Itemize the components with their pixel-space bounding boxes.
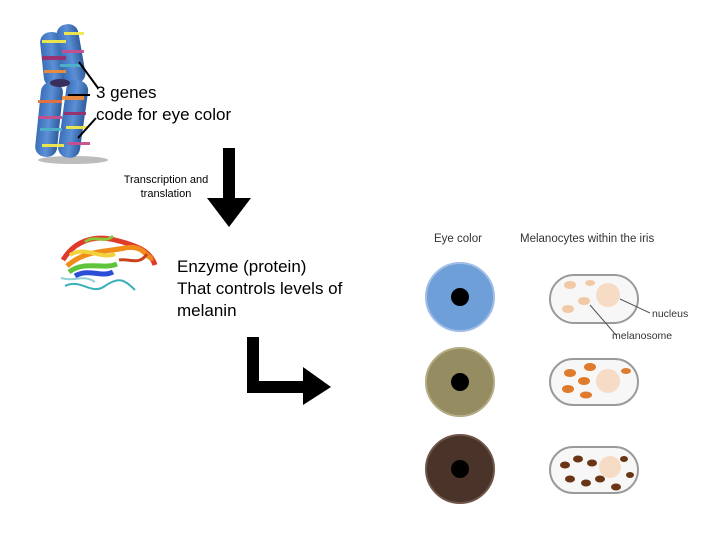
process-label-line2: translation — [140, 188, 192, 200]
hazel-eye — [425, 347, 495, 417]
melanosome-label: melanosome — [612, 330, 673, 342]
melanocytes-header: Melanocytes within the iris — [520, 233, 655, 245]
enzyme-label-line3: melanin — [177, 301, 237, 320]
eye-color-header: Eye color — [434, 233, 482, 245]
protein-structure-illustration — [60, 234, 158, 291]
genes-label-line1: 3 genes — [96, 83, 157, 102]
chromosome-illustration — [35, 24, 108, 164]
genes-label-line2: code for eye color — [96, 105, 232, 124]
eye-color-panel — [425, 262, 651, 504]
l-shaped-arrow — [247, 337, 331, 405]
process-label-line1: Transcription and — [123, 174, 209, 186]
down-arrow — [207, 148, 251, 227]
blue-eye — [425, 262, 495, 332]
melanocyte-light — [549, 274, 651, 336]
enzyme-label-line1: Enzyme (protein) — [177, 257, 307, 276]
melanocyte-medium — [549, 358, 639, 406]
melanocyte-dark — [549, 446, 639, 494]
brown-eye — [425, 434, 495, 504]
process-label: Transcription and translation — [106, 173, 226, 201]
nucleus-label: nucleus — [652, 308, 689, 320]
enzyme-label-line2: That controls levels of — [177, 279, 343, 298]
enzyme-label: Enzyme (protein) That controls levels of… — [177, 256, 342, 322]
genes-label: 3 genes code for eye color — [96, 82, 231, 126]
